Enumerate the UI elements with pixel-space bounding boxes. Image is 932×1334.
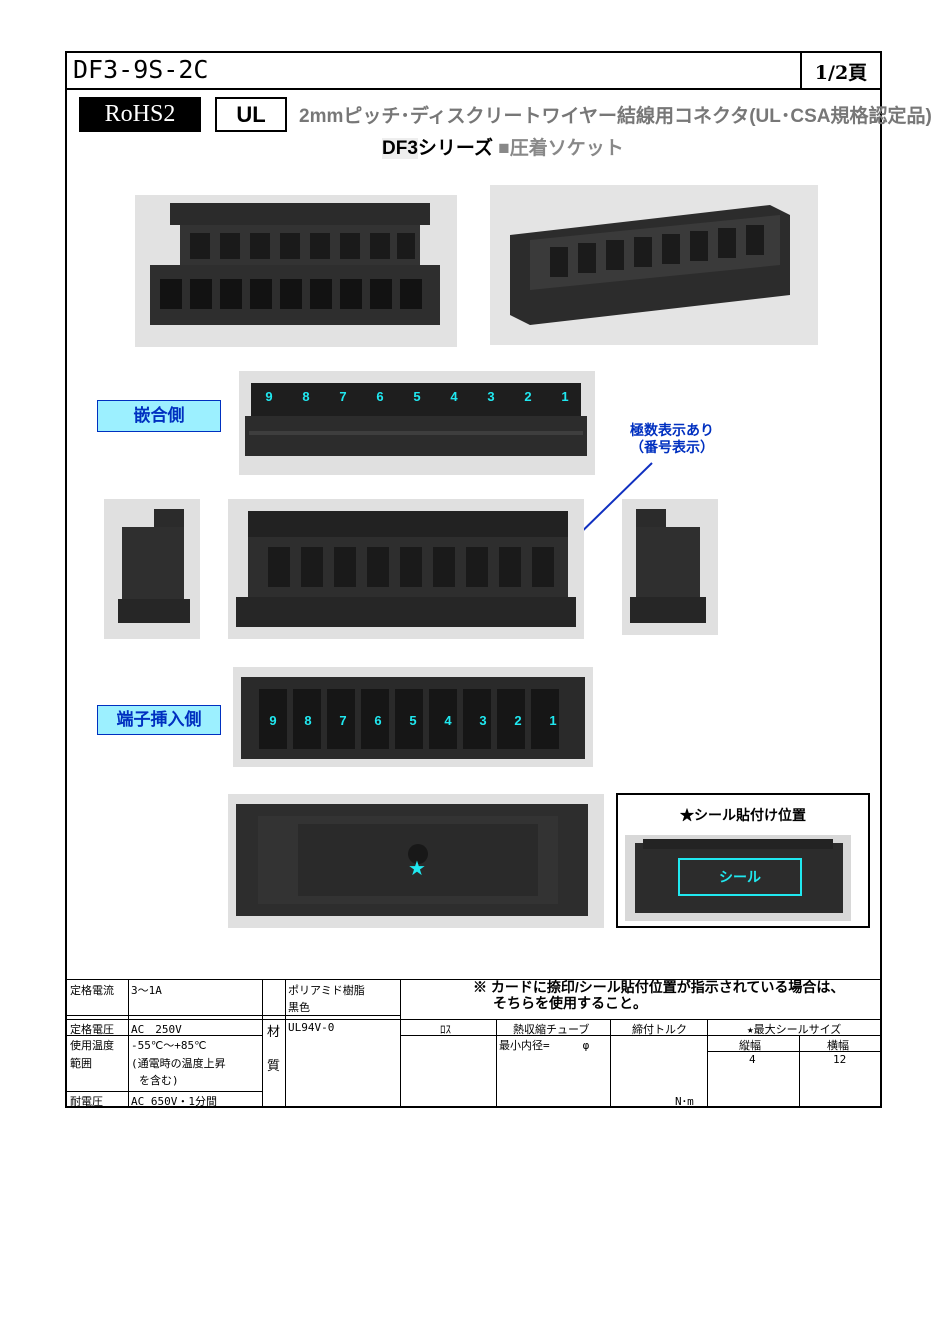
pin-number: 2 [514,713,522,728]
col-width: 横幅 [827,1039,849,1052]
connector-drawing [104,499,200,639]
height-value: 4 [749,1053,756,1066]
ul-badge: UL [215,97,287,132]
col-max-seal: ★最大シールサイズ [747,1023,842,1036]
seal-connector-drawing [625,835,851,921]
note-line-1: ※ カードに捺印/シール貼付位置が指示されている場合は、 [473,979,845,995]
pin-number-row-top: 9 8 7 6 5 4 3 2 1 [257,389,577,404]
pin-number: 6 [376,389,384,404]
seal-position-panel: ★シール貼付け位置 シール [616,793,870,928]
connector-drawing [622,499,718,635]
rohs-badge: RoHS2 [79,97,201,132]
top-view-photo [228,499,584,639]
callout-line-2: （番号表示） [630,439,714,455]
material-label-1: 材 [267,1025,281,1040]
terminal-side-photo: 9 8 7 6 5 4 3 2 1 [233,667,593,767]
page-number: 1/2頁 [814,62,868,84]
connector-photo-front-angle [135,195,457,347]
series-word: シリーズ [417,138,493,159]
rated-voltage-value: AC 250V [131,1023,182,1036]
pin-number: 4 [450,389,458,404]
torque-unit: N･m [675,1095,694,1108]
connector-drawing [228,794,604,928]
print-note: ※ カードに捺印/シール貼付位置が指示されている場合は、 そちらを使用すること。 [467,979,857,1011]
temp-value-3: を含む) [139,1074,179,1087]
width-value: 12 [833,1053,847,1066]
col-tube: 熱収縮チューブ [513,1023,590,1036]
document-sheet: DF3-9S-2C 1/2頁 RoHS2 UL 2mmピッチ･ディスクリートワイ… [65,51,932,1108]
pin-number: 5 [409,713,417,728]
bottom-view-photo: ★ [228,794,604,928]
terminal-side-label: 端子挿入側 [97,705,221,735]
rated-current-label: 定格電流 [70,984,114,997]
col-height: 縦幅 [739,1039,761,1052]
material-value-2: 黒色 [288,1001,310,1014]
mating-side-photo: 9 8 7 6 5 4 3 2 1 [239,371,595,475]
temp-value-2: (通電時の温度上昇 [131,1057,226,1070]
temp-label-1: 使用温度 [70,1039,114,1052]
pin-number: 1 [561,389,569,404]
spec-table: 定格電流 3～1A 定格電圧 AC 250V 使用温度 範囲 -55℃～+85℃… [67,979,880,1108]
seal-position-title: ★シール貼付け位置 [680,807,806,823]
connector-drawing [228,499,584,639]
withstand-voltage-value: AC 650V・1分間 [131,1095,217,1108]
connector-drawing [490,185,818,345]
rated-voltage-label: 定格電圧 [70,1023,114,1036]
col-torque: 締付トルク [632,1023,687,1036]
mating-side-label: 嵌合側 [97,400,221,432]
material-label-2: 質 [267,1059,281,1074]
connector-photo-side-angle [490,185,818,345]
pole-number-callout: 極数表示あり （番号表示） [607,422,737,456]
rated-current-value: 3～1A [131,984,162,997]
pin-number: 3 [487,389,495,404]
callout-line-1: 極数表示あり [630,422,714,438]
temp-label-2: 範囲 [70,1057,92,1070]
header-row: DF3-9S-2C 1/2頁 [67,53,880,90]
temp-value-1: -55℃～+85℃ [131,1039,207,1052]
pin-number-row-bottom: 9 8 7 6 5 4 3 2 1 [261,713,565,728]
star-icon: ★ [408,856,426,880]
pin-number: 1 [549,713,557,728]
pin-number: 4 [444,713,452,728]
connector-drawing [233,667,593,767]
part-number: DF3-9S-2C [73,55,209,84]
pin-number: 6 [374,713,382,728]
pin-number: 9 [269,713,277,728]
pin-number: 5 [413,389,421,404]
connector-drawing [135,195,457,347]
pin-number: 8 [304,713,312,728]
material-value-1: ポリアミド樹脂 [288,984,365,997]
withstand-voltage-label: 耐電圧 [70,1095,103,1108]
side-view-left-photo [104,499,200,639]
pin-number: 9 [265,389,273,404]
pin-number: 3 [479,713,487,728]
connector-drawing [239,371,595,475]
pin-number: 2 [524,389,532,404]
tube-min-diameter: 最小内径= φ [499,1039,590,1052]
series-code: DF3 [382,138,418,159]
pin-number: 8 [302,389,310,404]
pin-number: 7 [339,389,347,404]
product-type: ■圧着ソケット [498,138,624,159]
pin-number: 7 [339,713,347,728]
material-value-3: UL94V-0 [288,1021,335,1034]
side-view-right-photo [622,499,718,635]
series-line: DF3シリーズ ■圧着ソケット [382,133,624,160]
seal-label-box: シール [678,858,802,896]
note-line-2: そちらを使用すること。 [493,995,647,1011]
col-hole: ﾛｽ [440,1023,451,1036]
product-title: 2mmピッチ･ディスクリートワイヤー結線用コネクタ(UL･CSA規格認定品) [299,106,932,127]
page-cell: 1/2頁 [800,53,880,88]
